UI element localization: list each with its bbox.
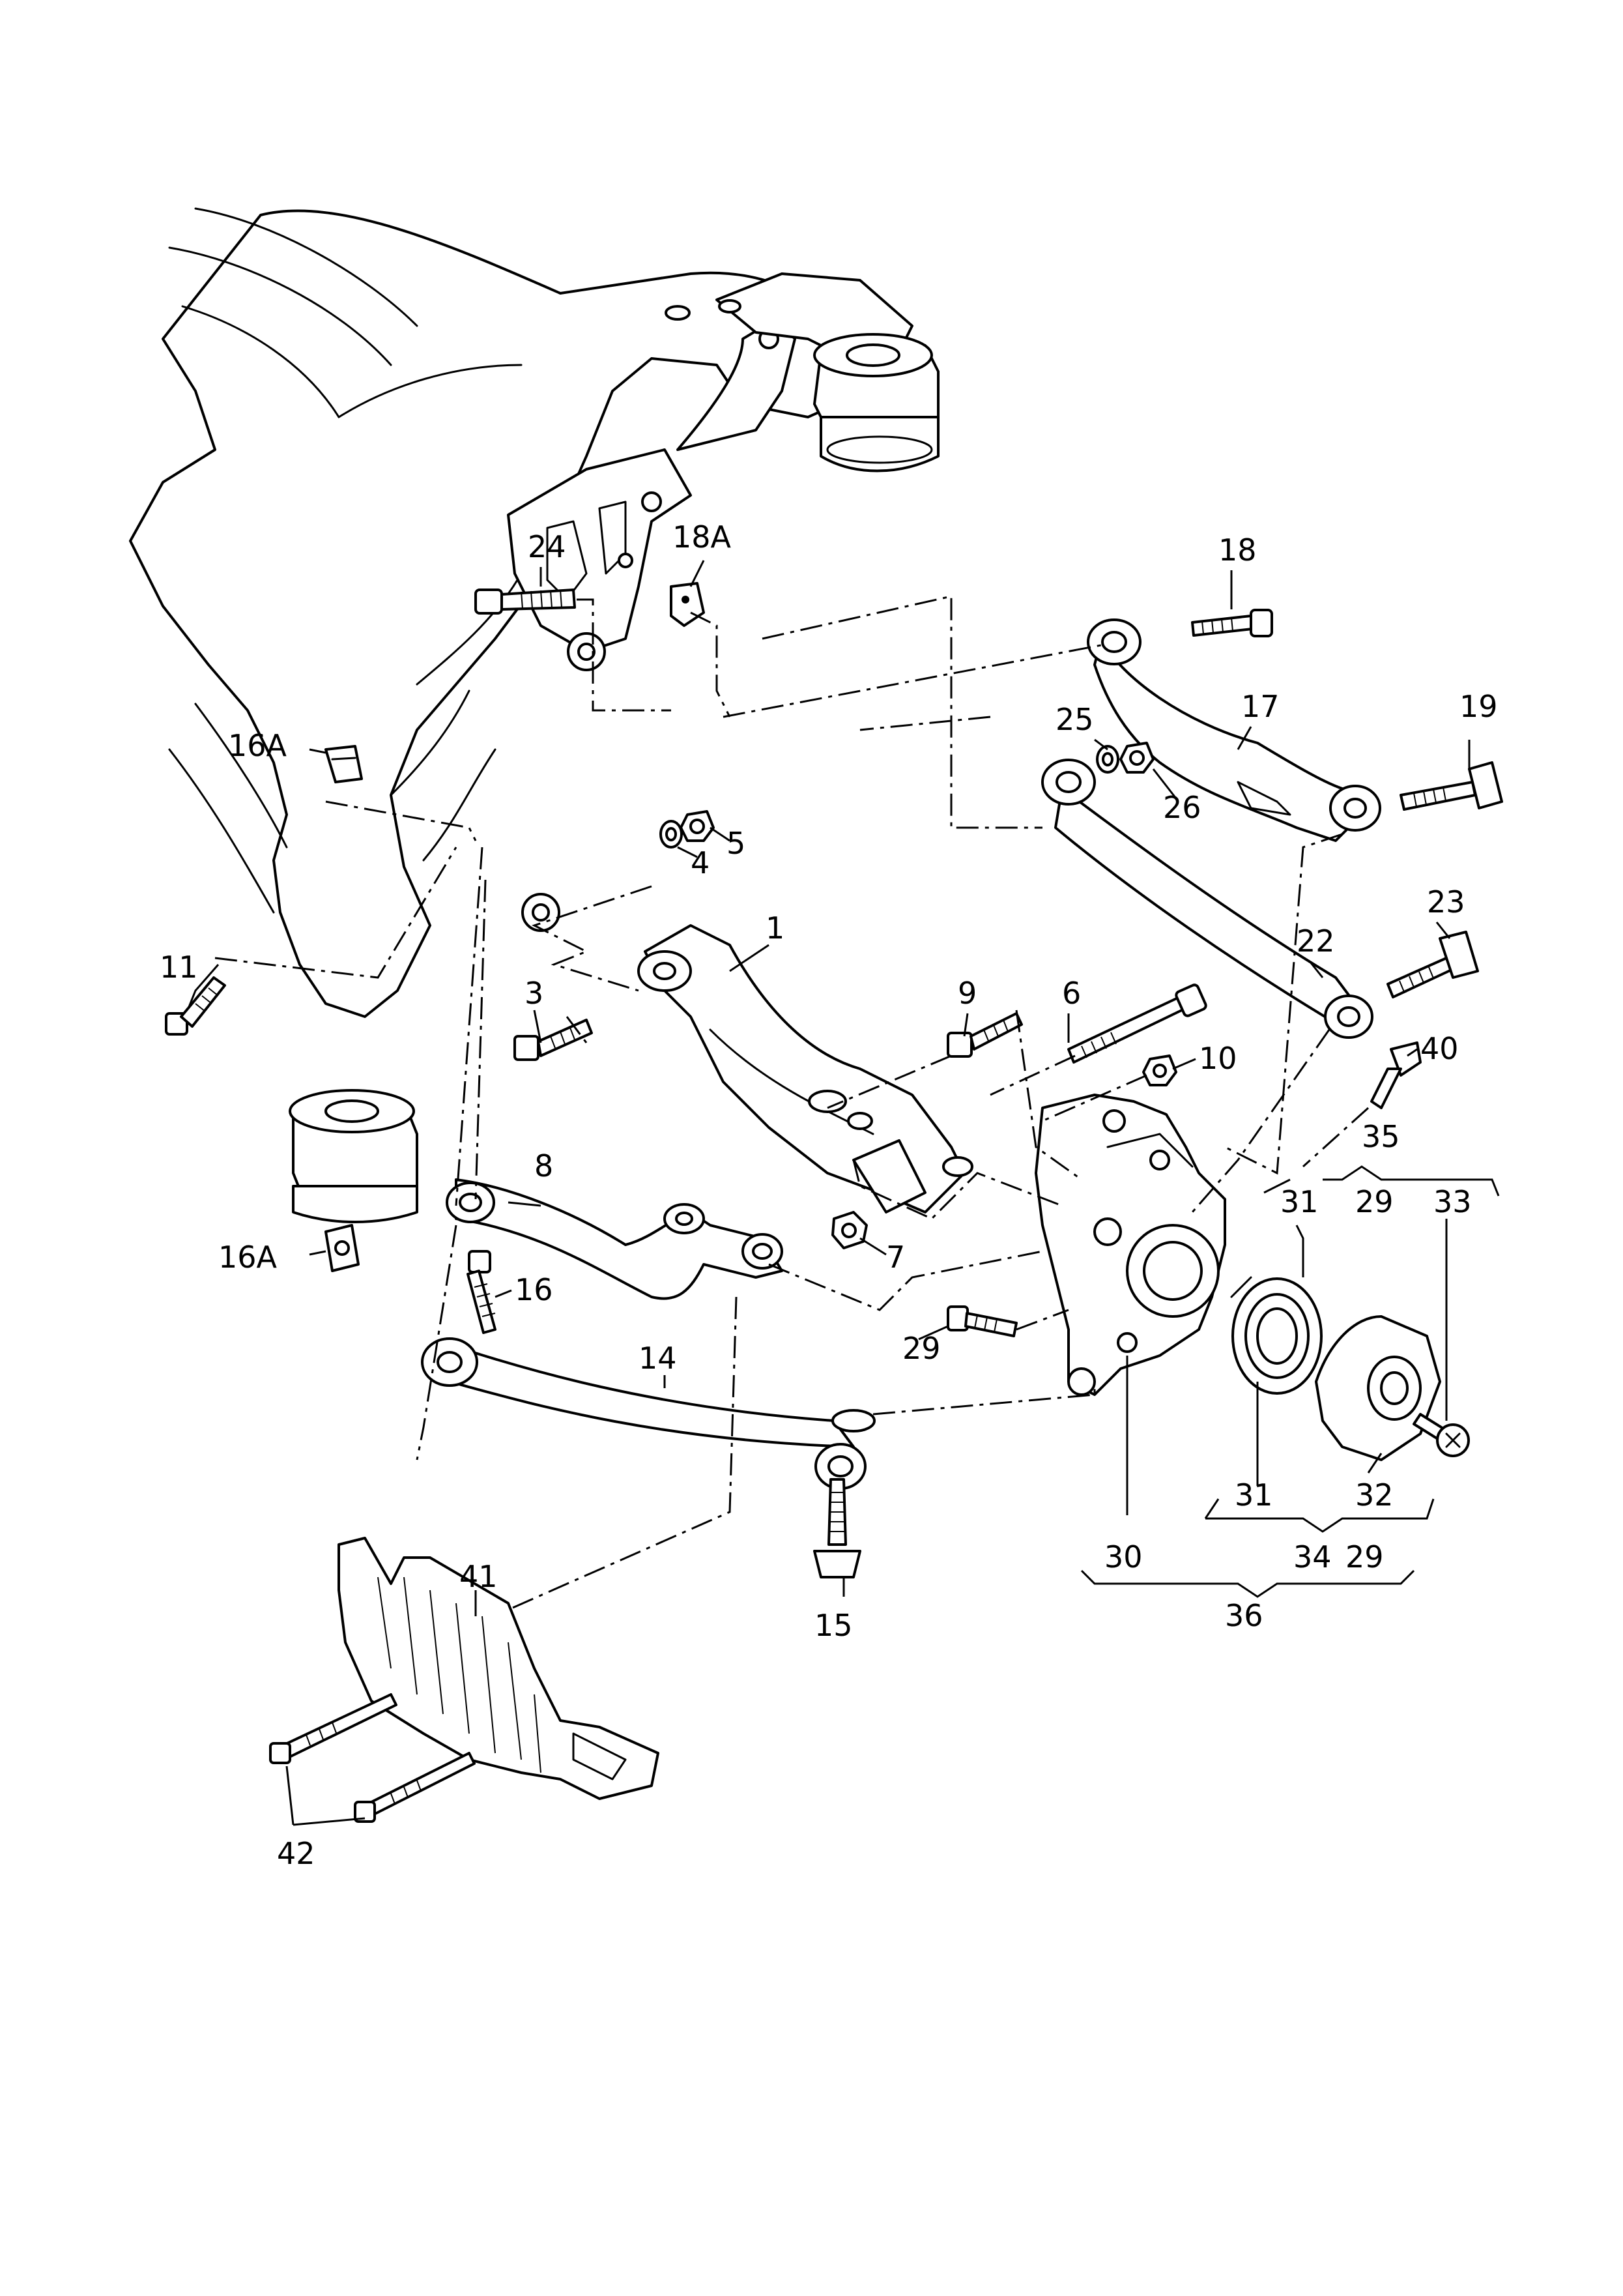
label-4: 4 (691, 845, 710, 880)
bolt-11 (165, 976, 226, 1036)
leader-lines (188, 560, 1500, 1826)
label-33: 33 (1433, 1184, 1472, 1219)
nut-26 (1119, 742, 1155, 774)
label-8: 8 (534, 1148, 553, 1184)
label-17: 17 (1241, 689, 1280, 724)
label-16A-top: 16A (228, 728, 287, 763)
label-16: 16 (515, 1272, 553, 1307)
label-26: 26 (1163, 790, 1201, 825)
label-6: 6 (1062, 976, 1081, 1011)
label-29-group35: 29 (1355, 1184, 1394, 1219)
label-31-group34: 31 (1235, 1477, 1273, 1513)
bolts-42 (269, 1693, 476, 1823)
label-16A-bottom: 16A (218, 1240, 278, 1275)
label-3: 3 (524, 976, 543, 1011)
bolt-19 (1400, 761, 1503, 811)
label-11: 11 (160, 950, 198, 985)
nut-5 (680, 810, 715, 842)
bolt-33 (1413, 1413, 1470, 1457)
label-7: 7 (886, 1240, 905, 1275)
upper-control-arm (1087, 618, 1381, 842)
bolt-6 (1067, 983, 1207, 1064)
sensor-40 (1370, 1041, 1422, 1109)
callout-labels: 24 18A 18 17 19 25 26 16A 5 4 1 22 23 11… (160, 519, 1498, 1871)
label-40: 40 (1420, 1031, 1459, 1066)
bolt-29-knuckle (947, 1305, 1018, 1337)
washer-4 (659, 820, 683, 849)
washer-25 (1096, 745, 1119, 774)
lower-control-arm (637, 924, 973, 1213)
subframe-mount-bushing-front (289, 1089, 418, 1223)
label-41: 41 (459, 1559, 498, 1594)
label-18: 18 (1218, 532, 1257, 568)
bolt-24 (474, 589, 576, 615)
label-30: 30 (1104, 1539, 1143, 1575)
wheel-hub (1315, 1315, 1441, 1461)
nut-16A-bottom (324, 1224, 360, 1272)
wheel-bearing (1230, 1276, 1323, 1395)
label-5: 5 (726, 826, 745, 861)
subframe-mount-bushing-rear (813, 333, 940, 472)
label-23: 23 (1427, 884, 1465, 920)
upper-link (446, 1178, 783, 1300)
subframe (129, 207, 913, 1018)
label-31-group35: 31 (1280, 1184, 1319, 1219)
label-29-group36: 29 (1345, 1539, 1384, 1575)
nut-10 (1142, 1054, 1177, 1086)
label-14: 14 (639, 1341, 677, 1376)
wheel-bearing-housing (1035, 1094, 1226, 1396)
bolt-23 (1386, 931, 1479, 998)
label-9: 9 (958, 976, 977, 1011)
underbody-panel (338, 1537, 659, 1800)
label-1: 1 (766, 910, 784, 946)
label-29-knuckle: 29 (902, 1331, 941, 1366)
bolt-9 (947, 1012, 1023, 1058)
label-18A: 18A (672, 519, 732, 555)
assembly-lines (214, 595, 1370, 1611)
nut-18A (670, 582, 705, 627)
label-35: 35 (1362, 1119, 1400, 1154)
bolt-15 (813, 1478, 861, 1578)
label-36: 36 (1225, 1598, 1263, 1633)
label-22: 22 (1297, 923, 1335, 959)
label-19: 19 (1459, 689, 1498, 724)
label-15: 15 (814, 1608, 853, 1643)
label-34: 34 (1293, 1539, 1332, 1575)
bolt-3 (513, 1019, 593, 1061)
label-25: 25 (1056, 702, 1094, 737)
bolt-16 (467, 1250, 496, 1334)
label-24: 24 (528, 529, 566, 564)
label-10: 10 (1199, 1041, 1237, 1076)
bolt-18 (1191, 609, 1273, 637)
label-42: 42 (277, 1836, 315, 1871)
nut-16A-top (324, 745, 363, 783)
label-32: 32 (1355, 1477, 1394, 1513)
lower-rear-link (1041, 759, 1373, 1039)
nut-7 (831, 1211, 868, 1249)
